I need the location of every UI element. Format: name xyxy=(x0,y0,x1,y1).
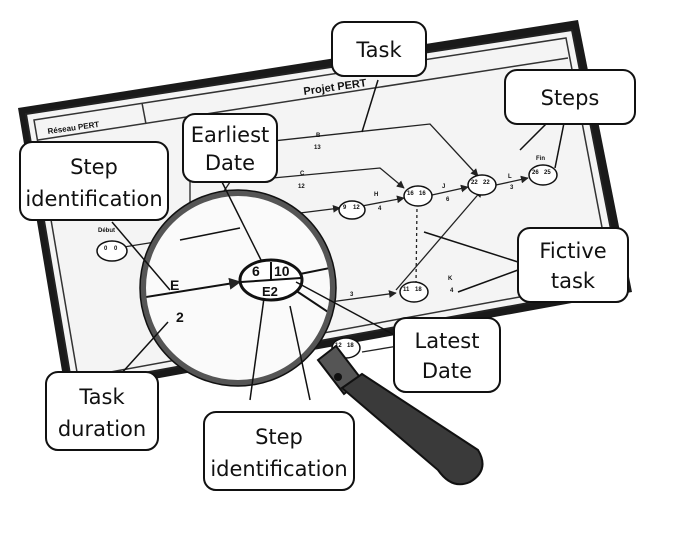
svg-text:Steps: Steps xyxy=(541,86,600,110)
magnifier-handle xyxy=(316,344,484,486)
svg-text:22: 22 xyxy=(471,180,478,186)
svg-text:Step: Step xyxy=(255,425,303,449)
svg-text:16: 16 xyxy=(419,191,426,197)
callout-latest-date: Latest Date xyxy=(393,317,501,393)
svg-text:Fictive: Fictive xyxy=(539,239,606,263)
callout-connectors xyxy=(111,79,566,401)
node-end: Fin 26 25 xyxy=(528,156,558,186)
svg-text:3: 3 xyxy=(350,292,354,298)
svg-text:3: 3 xyxy=(510,185,514,191)
svg-text:4: 4 xyxy=(378,206,382,212)
svg-text:Earliest: Earliest xyxy=(191,123,270,147)
lens-task-duration: 2 xyxy=(176,309,184,325)
callout-earliest-date: Earliest Date xyxy=(182,113,278,183)
node-end-label: Fin xyxy=(536,156,545,162)
svg-text:12: 12 xyxy=(298,184,305,190)
node-start: Début 0 0 xyxy=(96,228,128,262)
svg-text:25: 25 xyxy=(544,170,551,176)
callout-task: Task xyxy=(331,21,427,77)
lens-content: 6 10 E2 E 2 xyxy=(143,227,333,325)
svg-text:18: 18 xyxy=(347,343,354,349)
callout-step-identification-top: Step identification xyxy=(19,141,169,221)
svg-text:22: 22 xyxy=(483,180,490,186)
callout-task-duration: Task duration xyxy=(45,371,159,451)
svg-text:6: 6 xyxy=(446,197,450,203)
svg-text:Date: Date xyxy=(422,359,472,383)
node-e3: 9 12 xyxy=(338,200,366,220)
callout-steps: Steps xyxy=(504,69,636,125)
node-e4: 16 16 xyxy=(403,185,433,207)
svg-text:duration: duration xyxy=(58,417,146,441)
svg-text:Task: Task xyxy=(355,38,402,62)
svg-text:9: 9 xyxy=(343,205,347,211)
svg-text:0: 0 xyxy=(104,246,108,252)
svg-text:C: C xyxy=(300,171,305,177)
svg-text:16: 16 xyxy=(407,191,414,197)
svg-text:L: L xyxy=(508,174,512,180)
svg-text:12: 12 xyxy=(353,205,360,211)
svg-text:0: 0 xyxy=(114,246,118,252)
node-e7: 11 18 xyxy=(399,281,429,303)
lens-latest: 10 xyxy=(274,263,290,279)
svg-text:26: 26 xyxy=(532,170,539,176)
svg-text:identification: identification xyxy=(25,187,162,211)
svg-text:J: J xyxy=(442,184,445,190)
svg-text:B: B xyxy=(316,133,321,139)
svg-text:11: 11 xyxy=(403,287,410,293)
svg-text:K: K xyxy=(448,276,453,282)
lens-earliest: 6 xyxy=(252,263,260,279)
svg-text:Task: Task xyxy=(78,385,125,409)
svg-text:18: 18 xyxy=(415,287,422,293)
svg-text:identification: identification xyxy=(210,457,347,481)
task-labels: B 13 C 12 H 4 J 6 L 3 3 K 4 xyxy=(298,133,514,298)
svg-text:13: 13 xyxy=(314,145,321,151)
svg-text:task: task xyxy=(551,269,596,293)
svg-text:4: 4 xyxy=(450,288,454,294)
magnifier-lens: 6 10 E2 E 2 xyxy=(139,189,337,387)
node-e5: 22 22 xyxy=(467,174,497,196)
callout-step-identification-bottom: Step identification xyxy=(203,411,355,491)
svg-text:H: H xyxy=(374,192,378,198)
svg-text:Date: Date xyxy=(205,151,255,175)
callout-fictive-task: Fictive task xyxy=(517,227,629,303)
node-start-label: Début xyxy=(98,228,115,234)
lens-step-id: E2 xyxy=(262,284,278,299)
svg-text:Step: Step xyxy=(70,155,118,179)
lens-task-name: E xyxy=(170,277,179,293)
svg-text:Latest: Latest xyxy=(415,329,480,353)
svg-text:12: 12 xyxy=(335,343,342,349)
